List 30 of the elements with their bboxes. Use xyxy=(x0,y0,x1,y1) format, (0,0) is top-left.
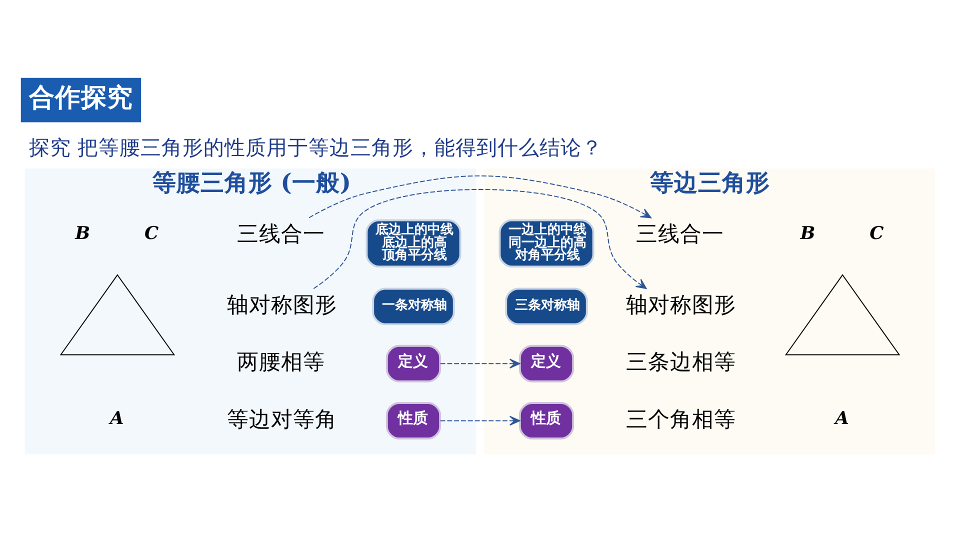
label: 探究 把等腰三角形的性质用于等边三角形，能得到什么结论？ xyxy=(28,136,602,160)
node-box: 三条对称轴 xyxy=(505,288,588,326)
node-text: 三线合一 xyxy=(636,222,724,248)
label: C xyxy=(144,222,159,244)
node-box: 一条对称轴 xyxy=(372,288,455,326)
diagram-title: 合作探究 xyxy=(28,82,133,113)
label: A xyxy=(835,408,849,430)
label: A xyxy=(110,408,124,430)
node-box: 性质 xyxy=(518,402,574,440)
node-text: 三线合一 xyxy=(237,222,326,248)
node-box: 定义 xyxy=(386,344,442,382)
node-text: 等边对等角 xyxy=(226,407,337,432)
arrow xyxy=(440,416,520,426)
node-box: 性质 xyxy=(386,402,442,440)
label: B xyxy=(800,222,816,244)
node-text: 两腰相等 xyxy=(237,350,326,376)
arrow xyxy=(313,188,647,290)
node-text: 轴对称图形 xyxy=(626,292,736,318)
arrow xyxy=(440,358,520,369)
node-box: 一边上的中线 同一边上的高 对角平分线 xyxy=(498,219,594,268)
node-text: 三个角相等 xyxy=(626,407,736,432)
node-triangle xyxy=(784,274,900,356)
node-box: 底边上的中线 底边上的高 顶角平分线 xyxy=(366,219,462,268)
node-text: 轴对称图形 xyxy=(226,292,337,318)
label: C xyxy=(870,222,884,244)
label: B xyxy=(75,222,90,244)
node-box: 定义 xyxy=(518,344,574,382)
arrow xyxy=(308,175,652,218)
node-triangle xyxy=(60,274,176,356)
node-text: 三条边相等 xyxy=(626,350,736,376)
